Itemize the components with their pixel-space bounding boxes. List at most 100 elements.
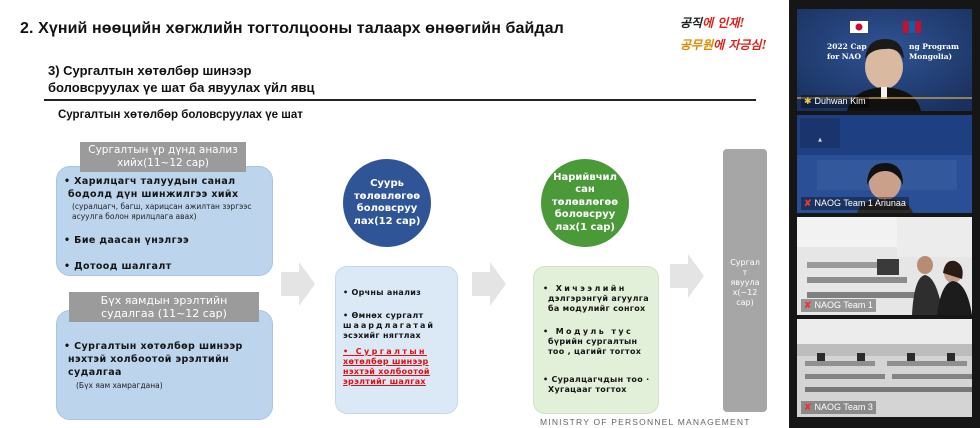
detailed-plan-line3: төлөвлөгөө <box>551 196 619 208</box>
detailed-plan-item-hours: • Модуль тус бүрийн сургалтын тоо , цаги… <box>543 327 641 357</box>
arrow-right-icon <box>670 254 704 298</box>
arrow-right-icon <box>472 262 506 306</box>
exec-line5: сар) <box>736 298 754 307</box>
basic-item2-line3: эсэхийг нягтлах <box>343 331 421 340</box>
basic-item3-line2: хөтөлбөр шинээр <box>343 357 429 366</box>
analysis-item-internal-audit: • Дотоод шалгалт <box>64 261 172 272</box>
mic-muted-icon: ✘ <box>804 198 812 208</box>
slogan-logo: 공직에 인재! 공무원에 자긍심! <box>680 12 780 56</box>
speaker-video-feed <box>797 9 972 111</box>
demand-survey-panel <box>56 310 273 420</box>
exec-line1: Сургал <box>730 258 760 267</box>
section-heading: Сургалтын хөтөлбөр боловсруулах үе шат <box>58 109 303 121</box>
detailed-item1-line1: • Хичээлийн <box>543 284 627 293</box>
participant-name: NAOG Team 3 <box>814 402 873 412</box>
detailed-item2-line1: • Модуль тус <box>543 327 634 336</box>
shared-slide: 2. Хүний нөөцийн хөгжлийн тогтолцооны та… <box>0 0 789 428</box>
subtitle-line2: боловсруулах үе шат ба явуулах үйл явц <box>48 80 315 95</box>
subtitle-line1: 3) Сургалтын хөтөлбөр шинээр <box>48 63 252 78</box>
banner-left-line1: 2022 Cap <box>827 42 867 51</box>
pin-icon: ✱ <box>804 96 812 106</box>
basic-plan-item-env-analysis: • Орчны анализ <box>343 288 422 297</box>
detailed-plan-box <box>533 266 659 414</box>
video-tile-naog-team1[interactable]: ✘NAOG Team 1 <box>797 217 972 315</box>
participant-name: NAOG Team 1 <box>814 300 873 310</box>
analysis-item-stakeholders: • Харилцагч талуудын санал бодолд дүн ши… <box>64 175 239 201</box>
banner-text-right: ng Program Mongolia) <box>909 42 959 62</box>
detailed-plan-line4: боловсруу <box>554 209 616 221</box>
detailed-plan-item-participants: • Суралцагчдын тоо · Хугацааг тогтох <box>543 375 649 395</box>
detailed-plan-line2: сан <box>575 184 595 196</box>
svg-text:▲: ▲ <box>818 137 822 143</box>
video-tile-naog-team3[interactable]: ✘NAOG Team 3 <box>797 319 972 417</box>
detailed-item1-line2: дэлгэрэнгүй агуулга <box>548 294 649 303</box>
demand-item-line3: судалгаа <box>68 367 122 378</box>
detailed-item1-line3: ба модулийг сонгох <box>548 304 646 313</box>
basic-plan-item-prior-training: • Өмнөх сургалт шаардлагатай эсэхийг няг… <box>343 311 435 341</box>
participant-video-feed <box>797 319 972 417</box>
detailed-item2-line3: тоо , цагийг тогтох <box>548 347 642 356</box>
basic-plan-line4: лах(12 сар) <box>353 215 421 227</box>
basic-plan-box <box>335 266 458 414</box>
banner-text-left: 2022 Cap for NAO <box>827 42 867 62</box>
detailed-item2-line2: бүрийн сургалтын <box>548 337 638 346</box>
demand-tab-line2: судалгаа (11~12 сар) <box>101 307 227 320</box>
participant-name-label: ✘NAOG Team 1 Ariunaa <box>801 197 909 210</box>
basic-plan-line3: боловсруу <box>356 203 418 214</box>
basic-item3-line3: нэхтэй холбоотой <box>343 367 430 376</box>
participant-video-feed: ▲ <box>797 115 972 213</box>
analysis-note-line2: асуулга болон ярилцлага авах) <box>72 212 197 221</box>
slide-title: 2. Хүний нөөцийн хөгжлийн тогтолцооны та… <box>20 20 564 37</box>
exec-line3: явуула <box>730 278 760 287</box>
basic-item3-line4: эрэлтийг шалгах <box>343 377 426 386</box>
training-execution-label: Сургал т явуула х(~12 сар) <box>726 258 764 308</box>
participant-name: Duhwan Kim <box>814 96 866 106</box>
video-tile-naog-team1-ariunaa[interactable]: ▲ ✘NAOG Team 1 Ariunaa <box>797 115 972 213</box>
demand-item-line1: • Сургалтын хөтөлбөр шинээр <box>64 341 243 352</box>
detailed-plan-item-modules: • Хичээлийн дэлгэрэнгүй агуулга ба модул… <box>543 284 649 314</box>
participant-name-label: ✘NAOG Team 3 <box>801 401 876 414</box>
slogan-line2-b: 에 자긍심! <box>713 38 767 52</box>
analysis-item1-note: (суралцагч, багш, харицсан ажилтан зэргэ… <box>72 202 252 222</box>
demand-tab-line1: Бүх яамдын эрэлтийн <box>100 294 228 307</box>
slogan-line1-a: 공직 <box>680 16 703 30</box>
analysis-tab-line2: хийх(11~12 сар) <box>117 157 209 169</box>
detailed-item3-line2: Хугацааг тогтох <box>548 385 627 394</box>
basic-plan-line1: Суурь <box>370 178 404 189</box>
exec-line4: х(~12 <box>732 288 758 297</box>
arrow-right-icon <box>281 262 315 306</box>
slogan-line2-a: 공무원 <box>680 38 714 52</box>
divider-line <box>44 99 756 101</box>
basic-plan-item-demand-check: • Сургалтын хөтөлбөр шинээр нэхтэй холбо… <box>343 347 430 387</box>
banner-right-line2: Mongolia) <box>909 52 953 61</box>
basic-item2-line2: шаардлагатай <box>343 321 435 330</box>
slogan-line1-b: 에 인재! <box>702 16 745 30</box>
banner-left-line2: for NAO <box>827 52 861 61</box>
basic-item3-line1: • Сургалтын <box>343 347 427 356</box>
analysis-tab-line1: Сургалтын үр дүнд анализ <box>88 144 238 156</box>
detailed-plan-line1: Нарийвчил <box>553 171 617 183</box>
detailed-item3-line1: • Суралцагчдын тоо · <box>543 375 650 384</box>
basic-item2-line1: • Өмнөх сургалт <box>343 311 424 320</box>
detailed-plan-line5: лах(1 сар) <box>555 221 615 233</box>
demand-item-line2: нэхтэй холбоотой эрэлтийн <box>68 354 230 365</box>
demand-item-note: (Бүх яам хамрагдана) <box>76 381 163 390</box>
detailed-plan-circle: Нарийвчил сан төлөвлөгөө боловсруу лах(1… <box>541 159 629 247</box>
video-tile-duhwan-kim[interactable]: 2022 Cap for NAO ng Program Mongolia) ✱D… <box>797 9 972 111</box>
analysis-note-line1: (суралцагч, багш, харицсан ажилтан зэргэ… <box>72 202 252 211</box>
analysis-item1-line1: • Харилцагч талуудын санал <box>64 176 236 187</box>
slide-subtitle: 3) Сургалтын хөтөлбөр шинээр боловсруула… <box>48 62 314 96</box>
ministry-footer: MINISTRY OF PERSONNEL MANAGEMENT <box>540 417 751 427</box>
analysis-panel <box>56 166 273 276</box>
demand-survey-tab: Бүх яамдын эрэлтийн судалгаа (11~12 сар) <box>69 292 259 322</box>
analysis-item1-line2: бодолд дүн шинжилгээ хийх <box>68 189 239 200</box>
basic-plan-line2: төлөвлөгөө <box>353 190 421 202</box>
participant-video-feed <box>797 217 972 315</box>
banner-right-line1: ng Program <box>909 42 959 51</box>
participant-name-label: ✱Duhwan Kim <box>801 95 869 108</box>
analysis-tab: Сургалтын үр дүнд анализ хийх(11~12 сар) <box>80 142 246 172</box>
analysis-item-self-eval: • Бие даасан үнэлгээ <box>64 235 190 246</box>
mic-muted-icon: ✘ <box>804 402 812 412</box>
exec-line2: т <box>742 268 748 277</box>
participant-name-label: ✘NAOG Team 1 <box>801 299 876 312</box>
